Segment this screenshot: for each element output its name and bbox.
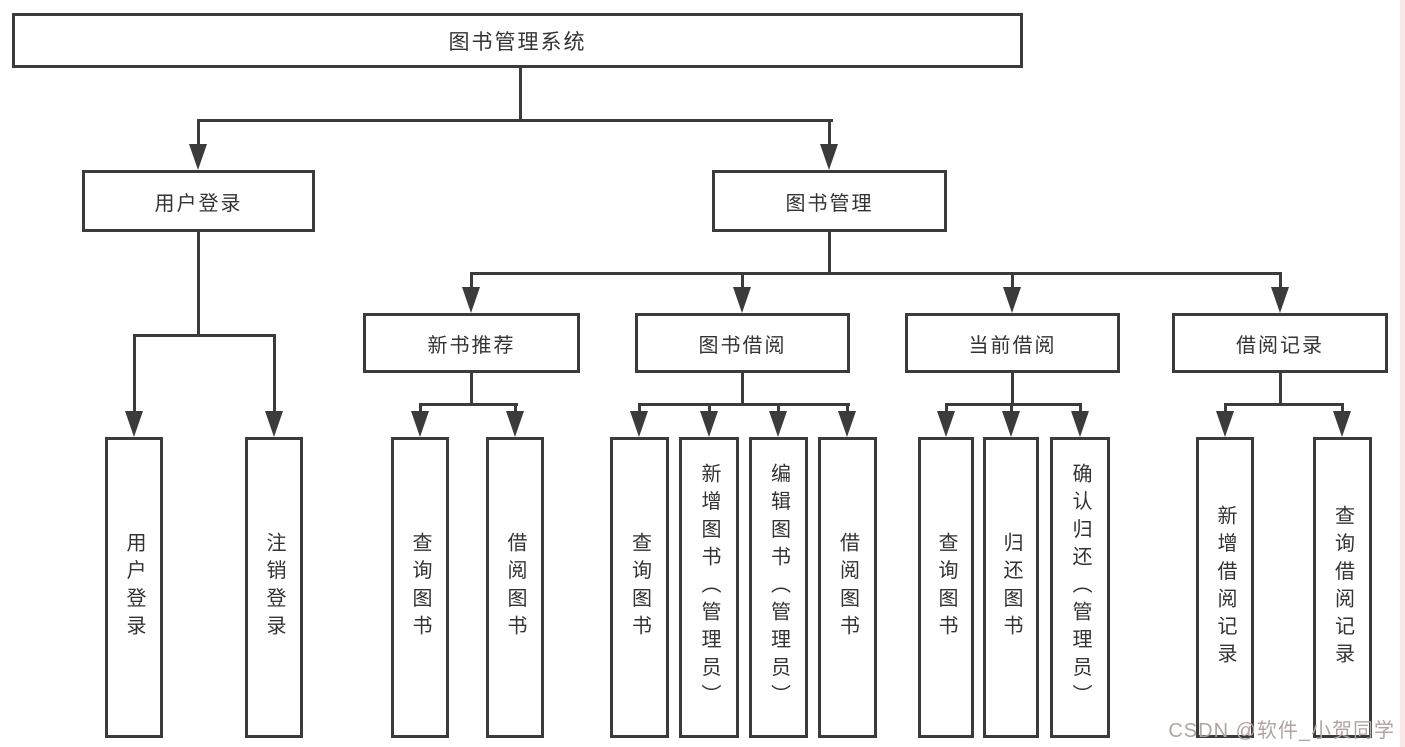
connector-line <box>1279 272 1282 290</box>
node-label: 新书推荐 <box>427 334 516 357</box>
csdn-watermark: CSDN @软件_小贺同学 <box>1168 720 1395 742</box>
arrowhead-down-icon <box>462 287 480 313</box>
arrowhead-down-icon <box>411 411 429 437</box>
node-borrowing-records: 借阅记录 <box>1172 313 1388 373</box>
node-label: 当前借阅 <box>968 334 1057 357</box>
leaf-logout: 注销登录 <box>245 437 303 738</box>
connector-line <box>1224 403 1227 415</box>
connector-line <box>197 232 200 337</box>
arrowhead-down-icon <box>189 144 207 170</box>
connector-line <box>828 232 831 275</box>
connector-line <box>1079 403 1082 415</box>
connector-line <box>197 119 833 122</box>
node-root-library-management-system: 图书管理系统 <box>12 13 1023 68</box>
node-label: 编辑图书（管理员） <box>767 463 790 712</box>
node-label: 图书借阅 <box>698 334 787 357</box>
leaf-query-books-2: 查询图书 <box>610 437 669 738</box>
arrowhead-down-icon <box>769 411 787 437</box>
arrowhead-down-icon <box>1216 411 1234 437</box>
leaf-add-borrowing-record: 新增借阅记录 <box>1196 437 1254 738</box>
connector-line <box>470 272 1282 275</box>
leaf-edit-books-admin: 编辑图书（管理员） <box>749 437 808 738</box>
connector-line <box>828 119 831 147</box>
arrowhead-down-icon <box>1071 411 1089 437</box>
connector-line <box>638 403 850 406</box>
connector-line <box>197 119 200 147</box>
arrowhead-down-icon <box>1003 287 1021 313</box>
arrowhead-down-icon <box>820 144 838 170</box>
node-new-book-recommendation: 新书推荐 <box>363 313 580 373</box>
node-label: 查询图书 <box>409 532 431 643</box>
arrowhead-down-icon <box>733 287 751 313</box>
connector-line <box>419 403 422 415</box>
leaf-query-books-3: 查询图书 <box>918 437 974 738</box>
connector-line <box>1341 403 1344 415</box>
connector-line <box>470 373 473 405</box>
arrowhead-down-icon <box>630 411 648 437</box>
leaf-user-login: 用户登录 <box>105 437 163 738</box>
connector-line <box>519 68 522 120</box>
node-label: 注销登录 <box>263 532 285 643</box>
node-label: 新增图书（管理员） <box>698 463 720 712</box>
connector-line <box>1279 373 1282 405</box>
connector-line <box>1010 403 1013 415</box>
leaf-borrow-books-2: 借阅图书 <box>818 437 877 738</box>
connector-line <box>741 373 744 405</box>
leaf-confirm-return-admin: 确认归还（管理员） <box>1050 437 1110 738</box>
arrowhead-down-icon <box>1002 411 1020 437</box>
node-label: 用户登录 <box>154 192 243 215</box>
node-book-management: 图书管理 <box>712 170 947 232</box>
connector-line <box>945 403 948 415</box>
node-label: 查询图书 <box>628 532 651 643</box>
arrowhead-down-icon <box>265 411 283 437</box>
arrowhead-down-icon <box>700 411 718 437</box>
node-user-login: 用户登录 <box>82 170 315 232</box>
node-label: 新增借阅记录 <box>1214 504 1236 671</box>
connector-line <box>708 403 711 415</box>
connector-line <box>1011 272 1014 290</box>
right-edge-pink-tint <box>1400 0 1405 747</box>
leaf-borrow-books-1: 借阅图书 <box>486 437 544 738</box>
node-label: 图书管理系统 <box>448 30 587 54</box>
connector-line <box>273 334 276 413</box>
node-current-borrowing: 当前借阅 <box>905 313 1120 373</box>
node-label: 图书管理 <box>785 192 874 215</box>
node-book-borrowing: 图书借阅 <box>635 313 850 373</box>
arrowhead-down-icon <box>506 411 524 437</box>
node-label: 借阅记录 <box>1236 334 1324 357</box>
arrowhead-down-icon <box>937 411 955 437</box>
node-label: 用户登录 <box>123 532 145 643</box>
connector-line <box>514 403 517 415</box>
connector-line <box>777 403 780 415</box>
node-label: 确认归还（管理员） <box>1069 463 1091 712</box>
leaf-add-books-admin: 新增图书（管理员） <box>679 437 739 738</box>
node-label: 查询图书 <box>935 532 957 643</box>
arrowhead-down-icon <box>838 411 856 437</box>
arrowhead-down-icon <box>125 411 143 437</box>
connector-line <box>1224 403 1344 406</box>
arrowhead-down-icon <box>1333 411 1351 437</box>
connector-line <box>133 334 276 337</box>
connector-line <box>741 272 744 290</box>
connector-line <box>1011 373 1014 405</box>
node-label: 查询借阅记录 <box>1331 504 1354 671</box>
node-label: 归还图书 <box>1000 532 1022 643</box>
connector-line <box>470 272 473 290</box>
node-label: 借阅图书 <box>836 532 859 643</box>
leaf-return-books: 归还图书 <box>983 437 1039 738</box>
node-label: 借阅图书 <box>504 532 526 643</box>
connector-line <box>945 403 1082 406</box>
leaf-query-borrowing-record: 查询借阅记录 <box>1313 437 1372 738</box>
connector-line <box>846 403 849 415</box>
arrowhead-down-icon <box>1271 287 1289 313</box>
connector-line <box>419 403 518 406</box>
connector-line <box>133 334 136 413</box>
leaf-query-books-1: 查询图书 <box>391 437 449 738</box>
connector-line <box>638 403 641 415</box>
